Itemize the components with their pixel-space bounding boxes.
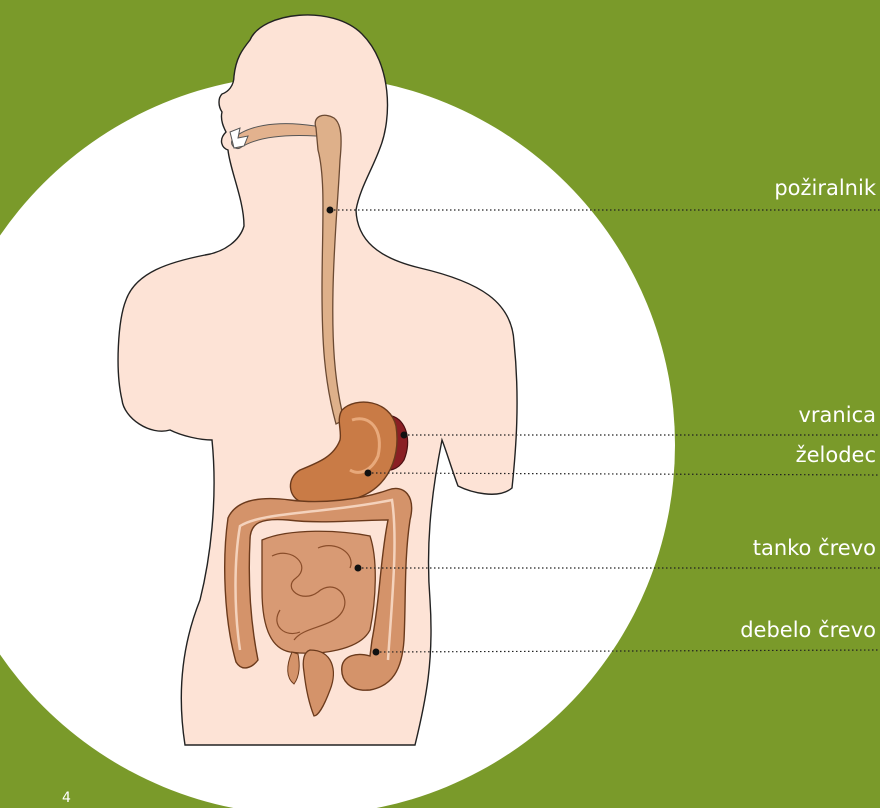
label-large-intestine: debelo črevo bbox=[740, 618, 876, 642]
leader-dot-stomach bbox=[365, 470, 372, 477]
leader-dot-small-intestine bbox=[355, 565, 362, 572]
label-spleen: vranica bbox=[799, 403, 877, 427]
label-esophagus: požiralnik bbox=[774, 176, 876, 200]
page-number: 4 bbox=[62, 790, 71, 806]
label-stomach: želodec bbox=[796, 443, 876, 467]
leader-dot-spleen bbox=[401, 432, 408, 439]
label-small-intestine: tanko črevo bbox=[753, 536, 876, 560]
leader-dot-esophagus bbox=[327, 207, 334, 214]
leader-dot-large-intestine bbox=[373, 649, 380, 656]
